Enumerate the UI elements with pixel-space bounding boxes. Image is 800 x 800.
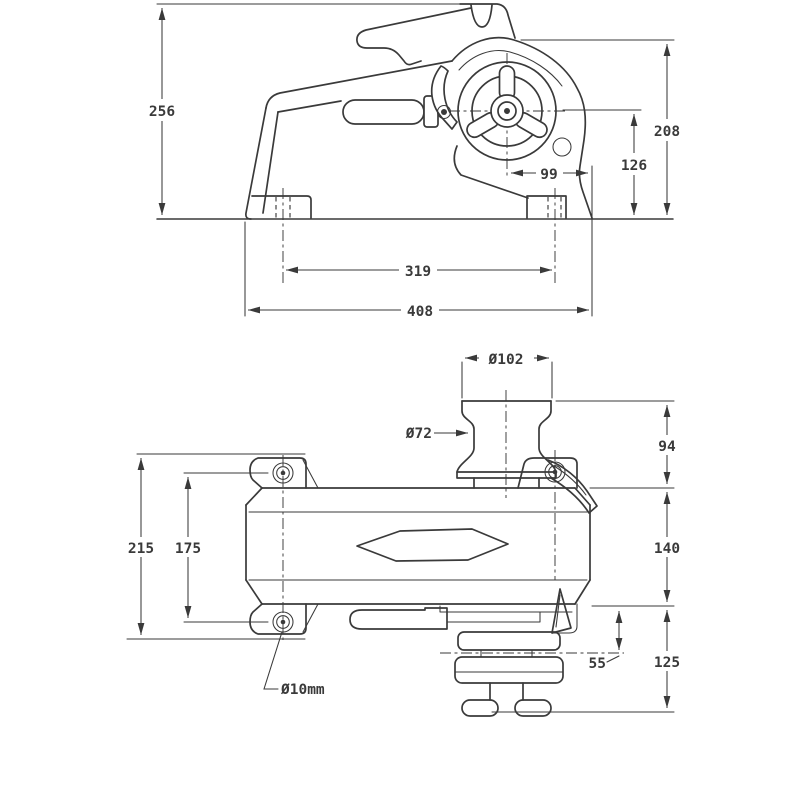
dim-bolt-spacing: 175 (170, 472, 269, 623)
bolt-hole-top-left (272, 462, 294, 484)
side-view: 256 208 126 99 319 (144, 3, 686, 320)
front-view: Ø102 Ø72 94 140 125 (123, 348, 686, 717)
stripper-fin (551, 588, 572, 634)
dim-label-319: 319 (405, 264, 431, 280)
dim-label-55: 55 (589, 656, 606, 672)
dim-housing-height: 208 (520, 39, 686, 215)
dim-label-d102: Ø102 (488, 352, 524, 368)
ratchet-pawl (430, 65, 458, 130)
crank-handle (342, 95, 439, 128)
dim-label-408: 408 (407, 304, 433, 320)
dim-drum-top-diameter: Ø102 (461, 348, 553, 399)
bolt-hole-top-right (544, 461, 566, 483)
flange-bottom-right (551, 603, 578, 634)
dim-label-215: 215 (128, 541, 154, 557)
dim-label-256: 256 (149, 104, 175, 120)
handwheel (449, 53, 567, 177)
dim-wheel-center-height: 126 (562, 109, 652, 215)
chain-link-right (514, 699, 552, 717)
handle-grip (342, 99, 425, 125)
chain-link-left (461, 699, 499, 717)
rope-guide-hook (356, 3, 516, 66)
handle-slot (349, 607, 448, 630)
flange-top-right (517, 457, 578, 489)
dim-label-175: 175 (175, 541, 201, 557)
bolt-holes (272, 461, 566, 633)
gypsy-bracket (439, 588, 573, 634)
dim-gypsy-offset: 55 (589, 611, 623, 672)
dim-label-d72: Ø72 (405, 426, 432, 442)
gearbox-body (245, 450, 591, 640)
capstan-drum (456, 390, 557, 498)
dim-overall-width: 215 (123, 453, 306, 640)
dim-label-d10mm: Ø10mm (280, 682, 325, 698)
gypsy-lower-disc (454, 656, 564, 684)
chain-gypsy (440, 631, 624, 717)
wheel-outer-rim (457, 61, 557, 161)
windlass-housing (245, 3, 593, 220)
flange-top-left (249, 457, 307, 489)
dim-overall-height: 256 (144, 7, 181, 215)
dim-wheel-to-edge: 99 (511, 163, 593, 317)
dim-label-94: 94 (658, 439, 676, 455)
dim-foot-bolt-spacing: 319 (286, 260, 552, 280)
chain-pipe-stem (489, 682, 524, 701)
dim-label-125: 125 (654, 655, 680, 671)
dim-drum-height: 94 (555, 400, 682, 489)
housing-bolt-hole (552, 137, 572, 157)
mounting-feet (251, 188, 567, 283)
dim-bolt-hole-diameter: Ø10mm (263, 631, 325, 698)
dim-body-height: 140 (591, 492, 686, 607)
dim-label-208: 208 (654, 124, 680, 140)
dim-overall-length: 408 (244, 221, 589, 320)
foot-bolt-hidden-lines (275, 197, 562, 218)
flange-bottom-left (249, 603, 307, 635)
dim-label-140: 140 (654, 541, 680, 557)
emboss-plate (356, 528, 509, 562)
bolt-hole-bottom-left (272, 611, 294, 633)
dim-underside-height: 125 (491, 610, 686, 713)
dim-label-99: 99 (540, 167, 557, 183)
gypsy-upper-disc (457, 631, 561, 651)
foot-center-lines (282, 188, 556, 283)
dim-drum-waist-diameter: Ø72 (405, 426, 468, 442)
dim-label-126: 126 (621, 158, 647, 174)
